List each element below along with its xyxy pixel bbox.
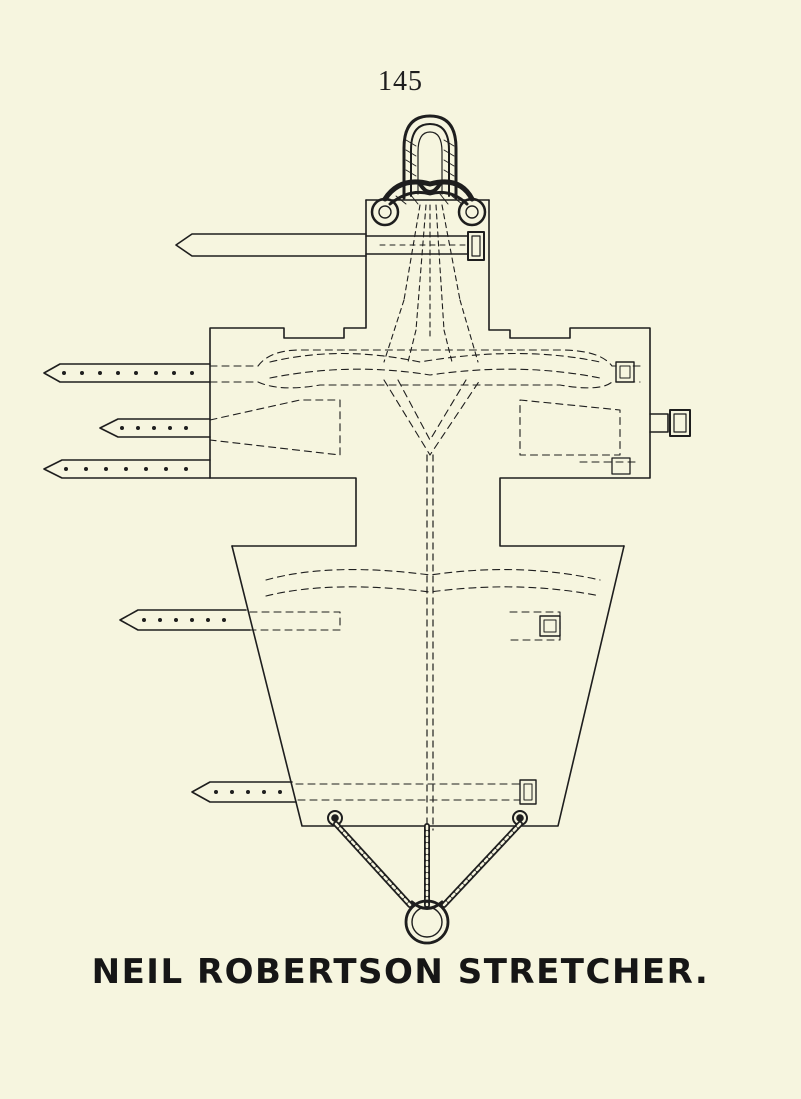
head-stitching [383,204,479,363]
foot-strap [191,781,297,803]
chest-right-buckle [649,409,691,437]
bottom-ropes [333,821,523,908]
center-seam [426,454,434,831]
page-number: 145 [378,66,423,97]
chest-dashed-lines [209,349,641,463]
strap-buckle-icon [539,615,561,637]
suspension-ring-icon [402,114,458,200]
head-strap [175,233,469,257]
chest-strap-upper [43,363,211,383]
head-piece [209,199,651,547]
chest-strap-lower [43,459,211,479]
pelvis-strap [119,609,251,631]
foot-dashed-lines [295,783,521,801]
bottom-ring-icon [404,899,450,945]
strap-buckle-icon [611,361,635,475]
figure-caption: NEIL ROBERTSON STRETCHER. [91,952,710,992]
chest-strap-middle [99,418,211,438]
shackle-icon [370,179,487,227]
strap-buckle-icon [519,779,537,805]
strap-buckle-icon [467,231,485,261]
pelvis-dashed-lines [249,569,601,641]
